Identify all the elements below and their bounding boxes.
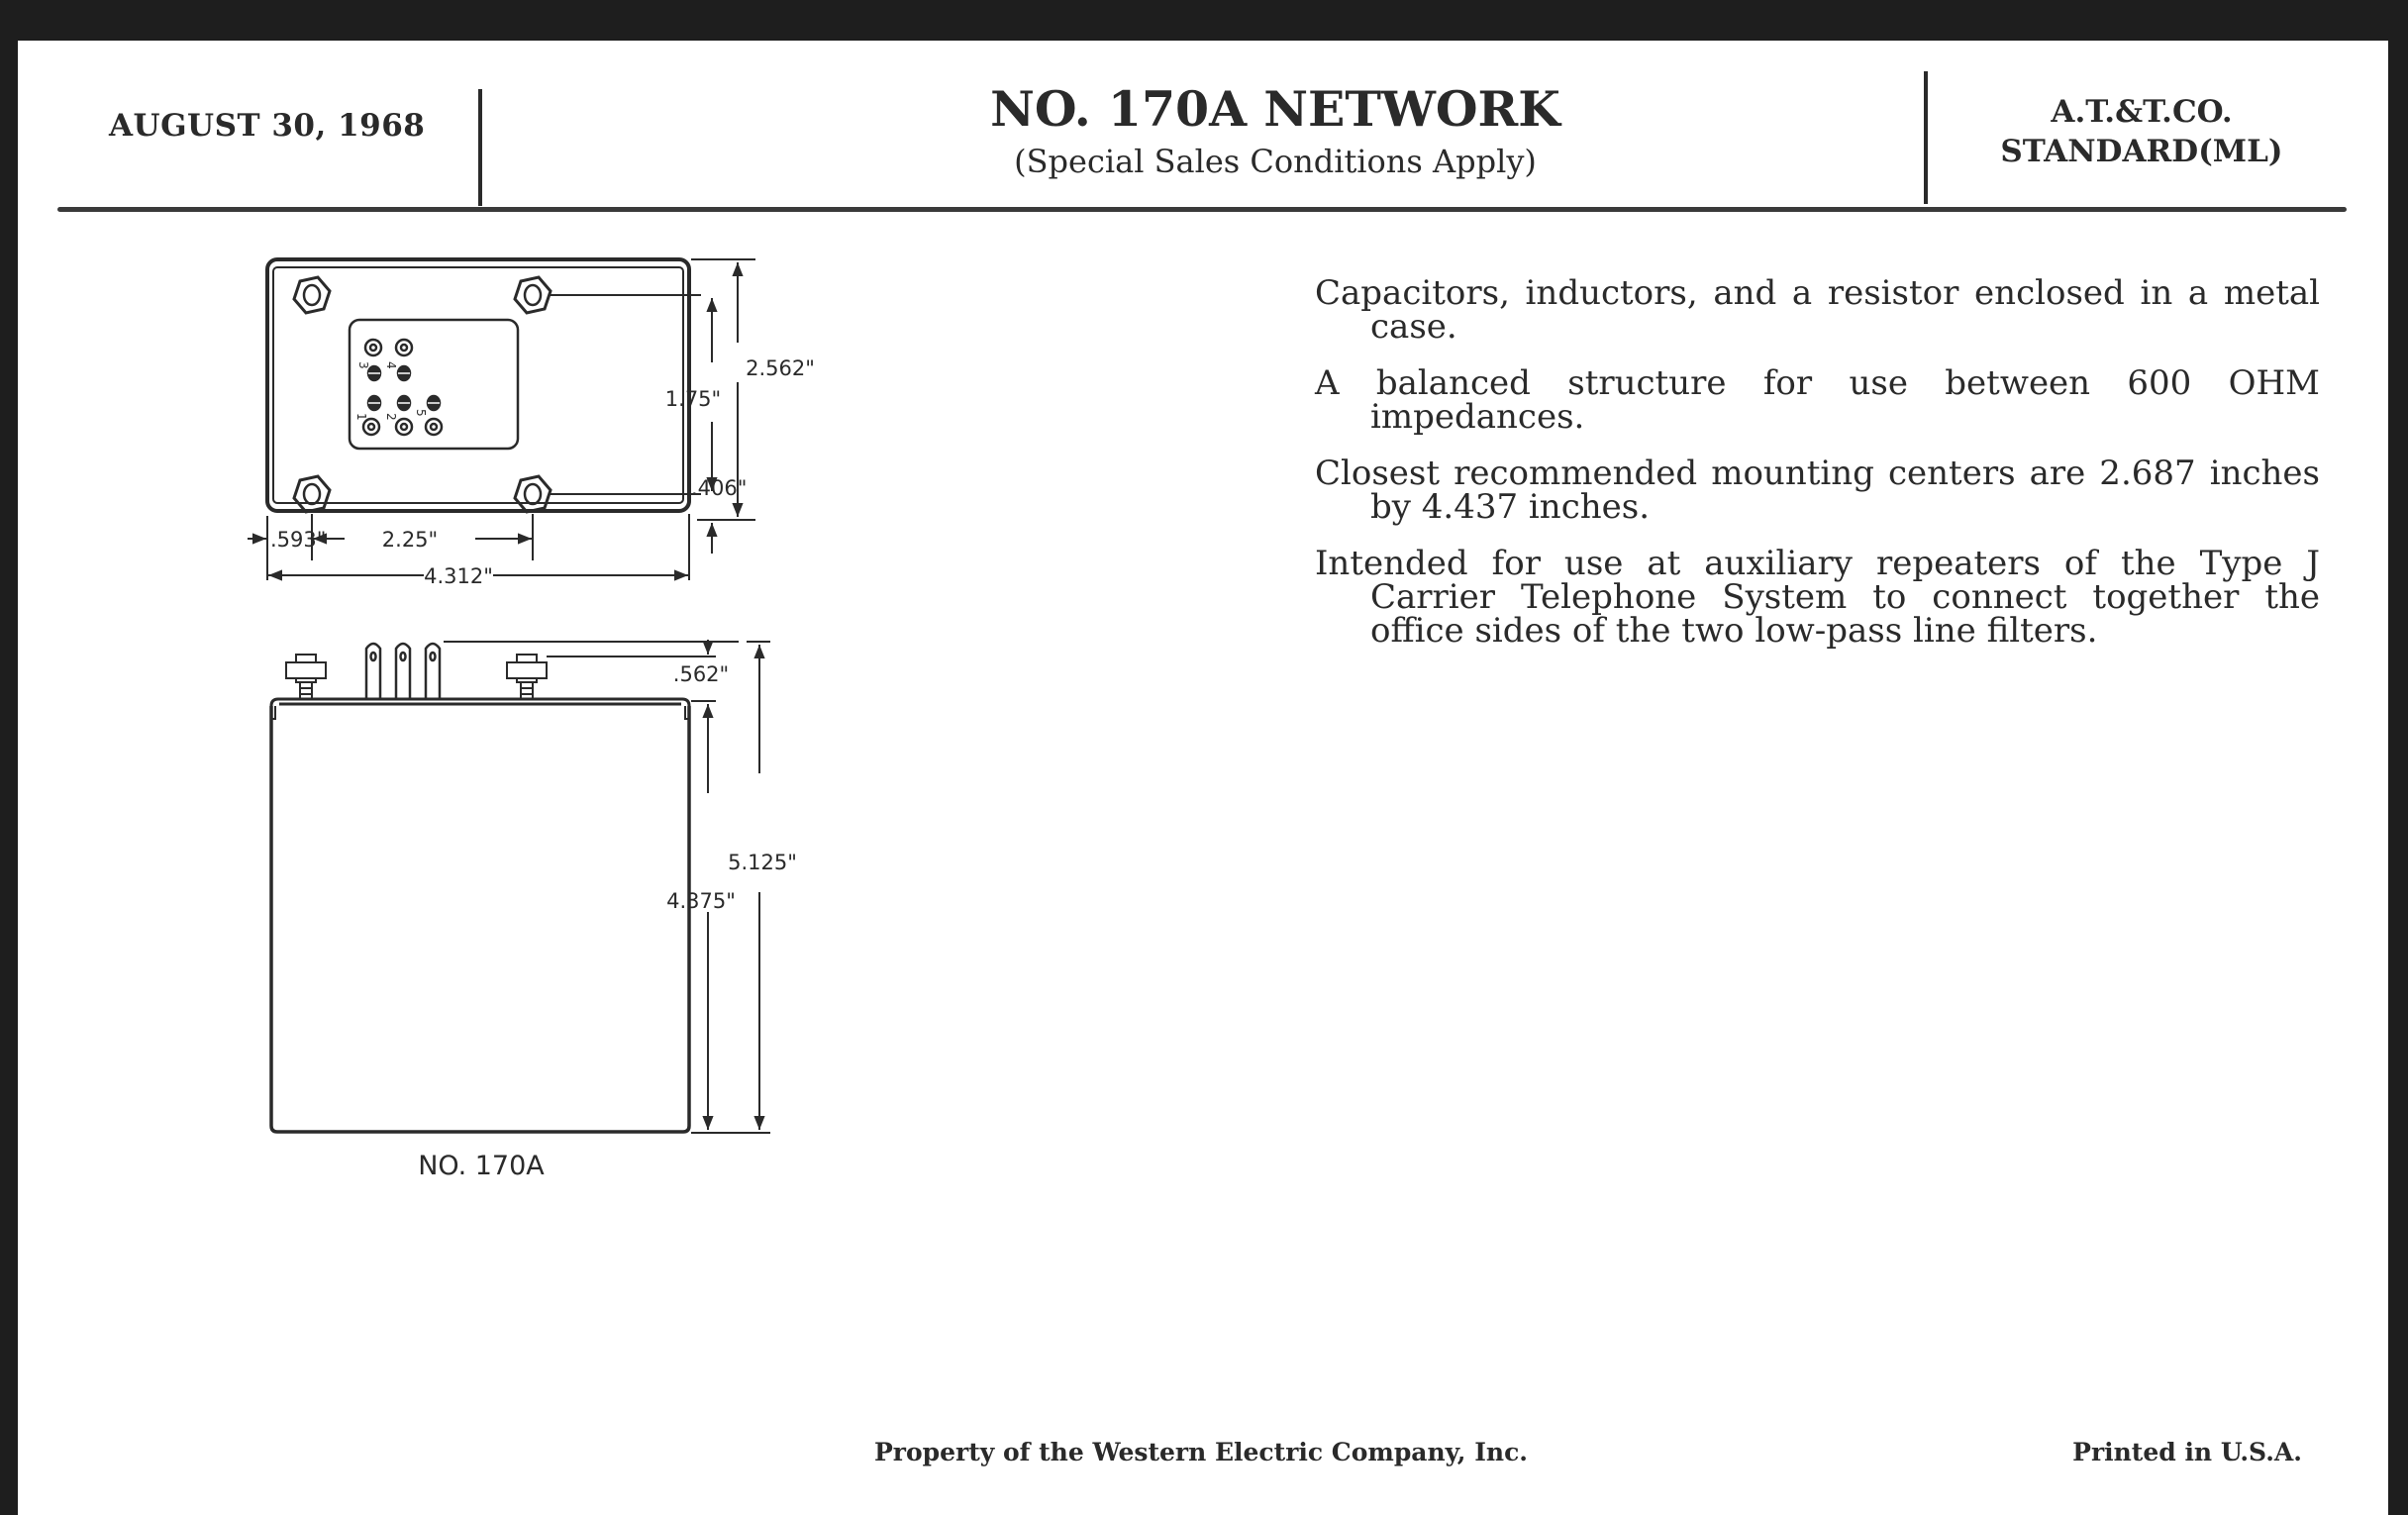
header-divider-left: [478, 89, 482, 206]
terminal-slot-icon: [396, 394, 412, 412]
dim-bottom-offset: .406": [691, 476, 747, 500]
terminal-label: 3: [356, 361, 370, 369]
top-view: 3 4 1 2 5 1.75" 2.562" .406": [248, 257, 815, 588]
dim-mounting-vertical: 1.75": [665, 387, 721, 411]
drawing-caption: NO. 170A: [418, 1151, 545, 1181]
header-date: AUGUST 30, 1968: [109, 108, 426, 144]
technical-drawing: 3 4 1 2 5 1.75" 2.562" .406": [248, 257, 815, 1181]
header-divider-right: [1924, 71, 1928, 204]
description: Capacitors, inductors, and a resistor en…: [1315, 276, 2320, 670]
side-view: .562" 4.375" 5.125" NO. 170A: [269, 640, 797, 1181]
terminal-label: 1: [354, 413, 368, 421]
header-org-block: A.T.&T.CO. STANDARD(ML): [1939, 92, 2345, 171]
terminal-slot-icon: [366, 394, 382, 412]
terminal-icon: [361, 417, 381, 437]
dim-mounting-horizontal: 2.25": [382, 528, 438, 552]
stud-nut-icon: [506, 654, 548, 700]
terminal-slot-icon: [426, 394, 442, 412]
solder-lug-icon: [394, 642, 412, 699]
top-view-case: [265, 257, 691, 513]
solder-lug-icon: [364, 642, 382, 699]
side-view-lid: [269, 697, 691, 714]
header-org-line1: A.T.&T.CO.: [2051, 94, 2233, 130]
dim-body-height: 4.375": [666, 889, 736, 913]
mounting-nut-icon: [292, 474, 332, 514]
dim-left-offset: .593": [270, 528, 326, 552]
footer-printed: Printed in U.S.A.: [2072, 1438, 2302, 1466]
description-paragraph: Intended for use at auxiliary repeaters …: [1315, 544, 2320, 651]
dim-terminal-height: .562": [673, 662, 729, 686]
description-paragraph: Closest recommended mounting centers are…: [1315, 454, 2320, 527]
spec-sheet-page: AUGUST 30, 1968 NO. 170A NETWORK (Specia…: [18, 41, 2388, 1515]
terminal-label: 5: [414, 409, 428, 417]
solder-lug-icon: [424, 642, 442, 699]
dim-side-overall-height: 5.125": [728, 851, 797, 874]
footer-property: Property of the Western Electric Company…: [874, 1438, 1529, 1466]
description-paragraph: Capacitors, inductors, and a resistor en…: [1315, 273, 2320, 347]
header-rule: [57, 207, 2347, 212]
header-org-line2: STANDARD(ML): [2000, 134, 2283, 169]
terminal-icon: [363, 338, 383, 357]
terminal-slot-icon: [366, 364, 382, 382]
terminal-slot-icon: [396, 364, 412, 382]
terminal-icon: [394, 338, 414, 357]
dim-overall-height: 2.562": [746, 356, 815, 380]
header-title-block: NO. 170A NETWORK (Special Sales Conditio…: [513, 80, 2038, 183]
mounting-nut-icon: [292, 275, 332, 315]
stud-nut-icon: [285, 654, 327, 700]
terminal-icon: [424, 417, 444, 437]
page-title: NO. 170A NETWORK: [990, 80, 1560, 138]
side-view-case: [269, 706, 691, 1134]
dim-overall-width: 4.312": [424, 564, 493, 588]
terminal-plate: [348, 318, 520, 451]
description-paragraph: A balanced structure for use between 600…: [1315, 363, 2320, 437]
page-subtitle: (Special Sales Conditions Apply): [1014, 143, 1537, 180]
terminal-label: 2: [384, 413, 398, 421]
mounting-nut-icon: [513, 275, 552, 315]
top-view-case-inner: [272, 266, 684, 504]
terminal-icon: [394, 417, 414, 437]
terminal-label: 4: [384, 361, 398, 369]
mounting-nut-icon: [513, 474, 552, 514]
